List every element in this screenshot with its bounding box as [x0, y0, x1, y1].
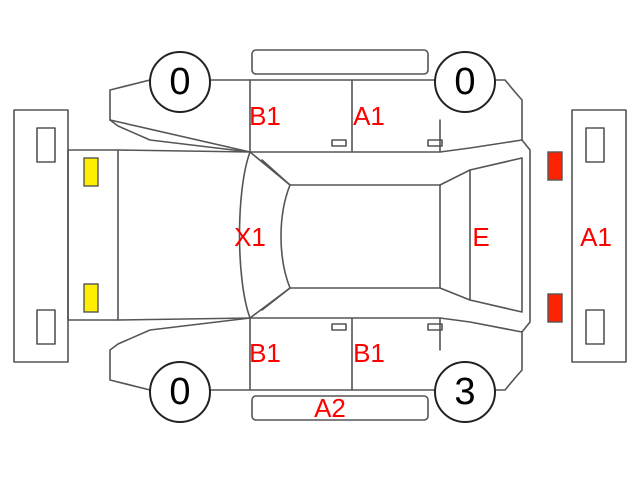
wheel-rear-left-value: 0	[454, 61, 475, 103]
code-rear-left-door: A1	[353, 101, 385, 131]
wheel-front-left: 0	[149, 51, 211, 113]
code-rear-window: E	[472, 222, 489, 252]
car-body	[67, 49, 531, 421]
rear-left-lamp	[547, 151, 563, 181]
wheel-rear-left: 0	[434, 51, 496, 113]
wheel-rear-right-value: 3	[454, 371, 475, 413]
rear-bumper	[571, 109, 627, 363]
wheel-front-right-value: 0	[169, 371, 190, 413]
front-left-lamp	[83, 157, 99, 187]
code-right-sill: A2	[314, 393, 346, 423]
cabin	[238, 151, 523, 319]
front-right-lamp	[83, 283, 99, 313]
code-front-right-door: B1	[249, 338, 281, 368]
code-windshield: X1	[234, 222, 266, 252]
wheel-rear-right: 3	[434, 361, 496, 423]
code-front-left-door: B1	[249, 101, 281, 131]
front-bumper	[13, 109, 69, 363]
wheel-front-left-value: 0	[169, 61, 190, 103]
code-rear-bumper: A1	[580, 222, 612, 252]
wheel-front-right: 0	[149, 361, 211, 423]
code-rear-right-door: B1	[353, 338, 385, 368]
rear-right-lamp	[547, 293, 563, 323]
